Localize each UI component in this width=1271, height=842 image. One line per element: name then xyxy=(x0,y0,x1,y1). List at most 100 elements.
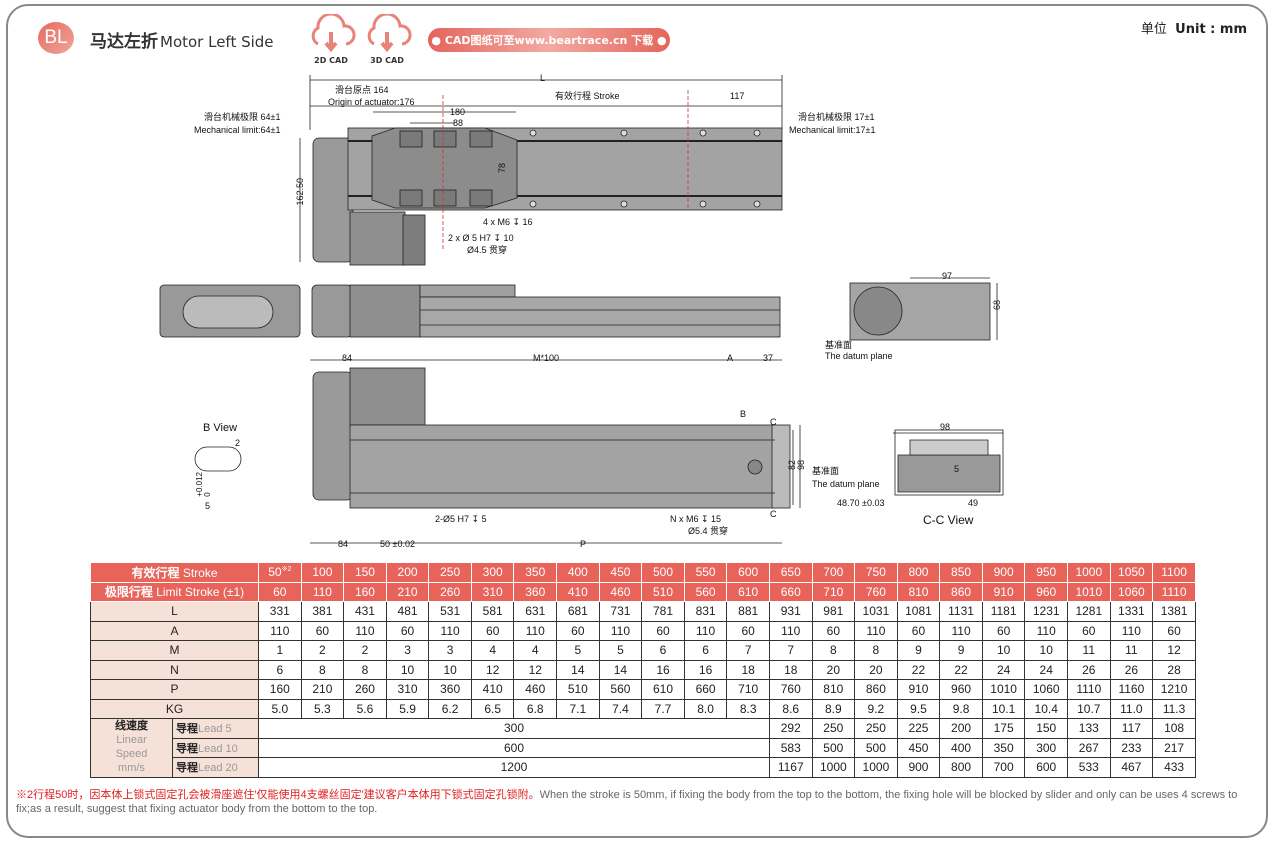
table-cell: 581 xyxy=(470,601,515,622)
table-cell: 60 xyxy=(896,620,941,641)
cad-2d-label: 2D CAD xyxy=(314,56,348,65)
table-cell: 1381 xyxy=(1152,601,1196,622)
dim-88: 88 xyxy=(453,118,464,128)
table-cell: 681 xyxy=(556,601,600,622)
pin-callout-2: 2-Ø5 H7 ↧ 5 xyxy=(435,514,487,524)
cc-4870: 48.70 ±0.03 xyxy=(837,498,885,508)
table-cell: 731 xyxy=(598,601,643,622)
through-callout: Ø4.5 贯穿 xyxy=(467,245,508,255)
table-cell: 3 xyxy=(385,640,430,661)
footnote-cn: ※2行程50时，因本体上锁式固定孔会被滑座遮住'仅能使用4支螺丝固定'建议客户本… xyxy=(16,789,540,801)
dim-37: 37 xyxy=(763,353,774,363)
stroke-cell: 150 xyxy=(343,562,387,583)
table-cell: 510 xyxy=(556,679,600,700)
m6-callout-2: N x M6 ↧ 15 xyxy=(670,514,722,524)
table-cell: 8 xyxy=(811,640,856,661)
stroke-cell: 500 xyxy=(641,562,685,583)
side-view xyxy=(159,284,781,338)
stroke-cell: 900 xyxy=(981,562,1026,583)
dim-84: 84 xyxy=(342,353,353,363)
table-cell: 1081 xyxy=(896,601,941,622)
table-cell: 7.4 xyxy=(598,698,643,719)
stroke-cell: 1100 xyxy=(1152,562,1196,583)
cad-2d-download[interactable]: 2D CAD xyxy=(306,12,356,65)
table-cell: 4 xyxy=(513,640,558,661)
unit-label: 单位 Unit : mm xyxy=(1141,18,1247,37)
table-cell: 5.6 xyxy=(343,698,387,719)
table-cell: 631 xyxy=(513,601,558,622)
table-cell: 110 xyxy=(683,620,728,641)
table-cell: 160 xyxy=(258,679,302,700)
footnote-en: When the stroke is 50mm, if fixing the b… xyxy=(16,789,1238,815)
b-view-5: 5 xyxy=(205,501,211,511)
speed-cell: 800 xyxy=(939,757,983,778)
table-cell: 7.1 xyxy=(556,698,600,719)
speed-cell: 1167 xyxy=(768,757,813,778)
table-cell: 12 xyxy=(513,659,558,680)
stroke-cell: 1050 xyxy=(1109,562,1154,583)
stroke-cell: 850 xyxy=(939,562,983,583)
row-label: M xyxy=(89,640,260,661)
table-cell: 26 xyxy=(1109,659,1154,680)
table-cell: 60 xyxy=(385,620,430,641)
stroke-label: 有效行程 Stroke xyxy=(555,91,620,101)
speed-cell: 1000 xyxy=(854,757,898,778)
table-cell: 110 xyxy=(258,620,302,641)
dim-162-50: 162.50 xyxy=(295,178,305,206)
table-cell: 810 xyxy=(811,679,856,700)
stroke-header: 有效行程 Stroke xyxy=(89,562,260,583)
row-label: P xyxy=(89,679,260,700)
top-view xyxy=(299,75,783,266)
table-cell: 460 xyxy=(513,679,558,700)
limit-cell: 110 xyxy=(300,581,345,602)
stroke-cell: 750 xyxy=(854,562,898,583)
cad-3d-download[interactable]: 3D CAD xyxy=(362,12,412,65)
cloud-download-icon xyxy=(367,12,412,53)
dim-L: L xyxy=(540,73,546,83)
table-cell: 11 xyxy=(1109,640,1154,661)
table-cell: 9 xyxy=(896,640,941,661)
cc-view xyxy=(893,429,1004,496)
limit-cell: 560 xyxy=(683,581,728,602)
table-cell: 11.3 xyxy=(1152,698,1196,719)
dim-A: A xyxy=(727,353,734,363)
table-cell: 1331 xyxy=(1109,601,1154,622)
speed-cell: 500 xyxy=(811,737,856,758)
section-C-top: C xyxy=(770,417,777,427)
lead-label: 导程Lead 20 xyxy=(171,757,260,778)
stroke-cell: 600 xyxy=(726,562,770,583)
table-cell: 6 xyxy=(683,640,728,661)
speed-cell: 400 xyxy=(939,737,983,758)
speed-cell: 533 xyxy=(1067,757,1111,778)
table-cell: 410 xyxy=(470,679,515,700)
table-cell: 210 xyxy=(300,679,345,700)
limit-header: 极限行程 Limit Stroke (±1) xyxy=(89,581,260,602)
table-cell: 8.6 xyxy=(768,698,813,719)
speed-cell: 450 xyxy=(896,737,941,758)
table-cell: 560 xyxy=(598,679,643,700)
table-cell: 60 xyxy=(1152,620,1196,641)
lead-label: 导程Lead 10 xyxy=(171,737,260,758)
table-cell: 5 xyxy=(556,640,600,661)
table-cell: 1031 xyxy=(854,601,898,622)
table-cell: 660 xyxy=(683,679,728,700)
table-cell: 1131 xyxy=(939,601,983,622)
end-view xyxy=(849,277,998,341)
table-cell: 5.9 xyxy=(385,698,430,719)
row-label: KG xyxy=(89,698,260,719)
cloud-download-icon xyxy=(311,12,356,53)
row-label: L xyxy=(89,601,260,622)
speed-merged-cell: 300 xyxy=(258,718,770,739)
speed-cell: 108 xyxy=(1152,718,1196,739)
cad-download-link[interactable]: ● CAD图纸可至www.beartrace.cn 下载 ● xyxy=(428,28,670,52)
table-cell: 18 xyxy=(768,659,813,680)
dim-50: 50 ±0.02 xyxy=(380,539,415,549)
dim-m100: M*100 xyxy=(533,353,560,363)
table-cell: 6 xyxy=(641,640,685,661)
speed-cell: 117 xyxy=(1109,718,1154,739)
limit-cell: 160 xyxy=(343,581,387,602)
technical-drawing xyxy=(159,75,1004,544)
